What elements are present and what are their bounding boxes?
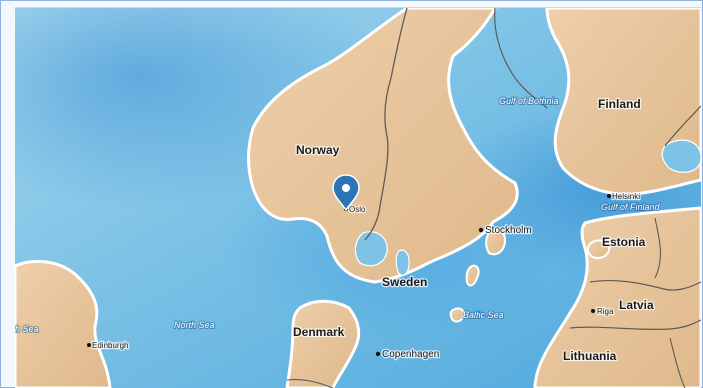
city-label-copenhagen: Copenhagen	[382, 349, 439, 360]
scandinavia-land	[247, 8, 519, 284]
location-pin-icon[interactable]	[332, 174, 360, 212]
country-label-denmark: Denmark	[293, 325, 345, 339]
eastern-borders	[654, 217, 686, 388]
estonia-latvia-border	[589, 279, 701, 291]
city-dot-riga	[591, 309, 595, 313]
water-label-gulf-of-bothnia: Gulf of Bothnia	[499, 96, 559, 106]
country-label-lithuania: Lithuania	[563, 349, 617, 363]
lake-vanern	[354, 231, 388, 267]
city-label-riga: Riga	[597, 307, 614, 316]
saaremaa-island	[586, 239, 611, 259]
britain-land	[15, 259, 112, 388]
map-view[interactable]: Norway Finland Estonia Sweden Latvia Den…	[15, 7, 701, 388]
gotland-island	[485, 228, 507, 256]
location-pin-center	[342, 184, 350, 192]
city-dot-edinburgh	[87, 343, 91, 347]
location-pin-shape[interactable]	[332, 174, 360, 212]
city-label-stockholm: Stockholm	[485, 225, 532, 236]
country-label-finland: Finland	[598, 97, 641, 111]
norway-sweden-border	[364, 8, 408, 241]
finland-russia-border	[664, 105, 701, 147]
country-label-estonia: Estonia	[602, 235, 646, 249]
latvia-lithuania-border	[569, 319, 701, 330]
country-label-norway: Norway	[296, 143, 340, 157]
water-label-gulf-of-finland: Gulf of Finland	[601, 202, 661, 212]
lake-ladoga-partial	[661, 139, 701, 173]
city-dot-stockholm	[478, 227, 484, 233]
lake-vattern	[395, 249, 410, 276]
water-label-north-sea: North Sea	[174, 320, 215, 330]
sweden-finland-border	[494, 8, 548, 109]
denmark-germany-border	[286, 379, 334, 388]
city-label-oslo: Oslo	[349, 205, 366, 214]
country-label-sweden: Sweden	[382, 275, 427, 289]
country-label-latvia: Latvia	[619, 298, 654, 312]
water-label-partial-sea: h Sea	[15, 324, 39, 334]
baltic-states-land	[533, 206, 701, 388]
city-dot-copenhagen	[375, 351, 381, 357]
city-dot-helsinki	[607, 194, 611, 198]
finland-land	[545, 8, 701, 196]
oland-island	[465, 264, 480, 287]
city-label-edinburgh: Edinburgh	[92, 341, 128, 350]
denmark-land	[285, 299, 361, 388]
bornholm-island	[449, 307, 465, 323]
water-label-baltic-sea: Baltic Sea	[463, 310, 504, 320]
watercolor-map[interactable]: Norway Finland Estonia Sweden Latvia Den…	[15, 8, 701, 388]
city-label-helsinki: Helsinki	[612, 192, 640, 201]
